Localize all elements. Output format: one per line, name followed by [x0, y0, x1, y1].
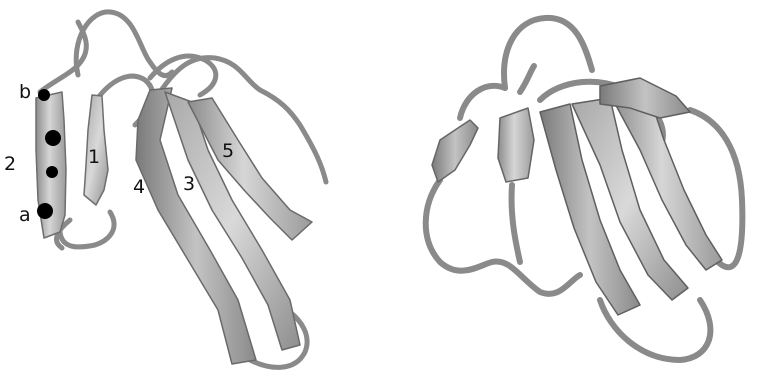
marker-upper — [45, 130, 61, 146]
label-b: b — [19, 81, 31, 103]
right-arrow-mid — [498, 108, 534, 182]
right-lower-left-loop — [426, 180, 580, 294]
label-5: 5 — [222, 140, 234, 162]
right-arrow-left — [432, 120, 478, 182]
label-3: 3 — [183, 173, 195, 195]
right-center-vertical — [512, 185, 520, 262]
right-left-loop — [460, 86, 505, 118]
marker-a — [37, 203, 53, 219]
left-structure-panel: b 2 a 1 4 3 5 — [4, 12, 326, 367]
right-top-arch — [504, 18, 592, 88]
label-a: a — [19, 204, 31, 226]
right-upper-small — [520, 66, 534, 92]
marker-middle — [46, 166, 58, 178]
label-1: 1 — [88, 146, 100, 168]
lower-left-loop — [60, 212, 114, 247]
marker-b — [38, 89, 50, 101]
label-4: 4 — [133, 176, 145, 198]
right-structure-panel — [426, 18, 743, 360]
label-2: 2 — [4, 153, 16, 175]
